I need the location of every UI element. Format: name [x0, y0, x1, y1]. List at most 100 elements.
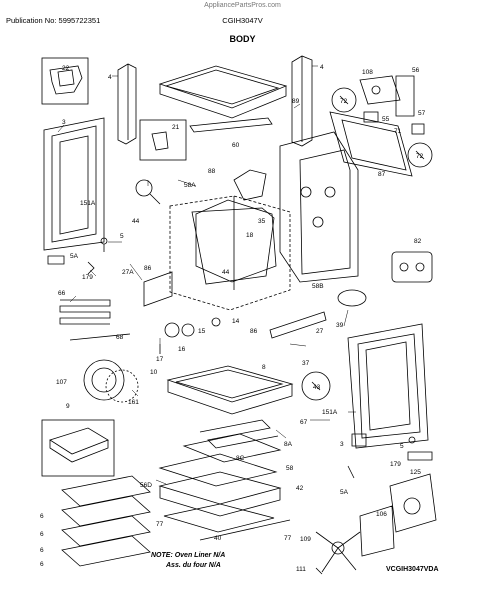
- part-57-switch[interactable]: [411, 123, 425, 135]
- part-5a-right[interactable]: [347, 465, 355, 479]
- part-cooktop-frame[interactable]: [158, 65, 288, 119]
- part-179-right[interactable]: [407, 451, 433, 461]
- part-88-blower[interactable]: [233, 169, 267, 201]
- label-161: 161: [128, 399, 139, 406]
- label-66: 66: [58, 290, 66, 297]
- label-4-left: 4: [108, 74, 112, 81]
- label-108: 108: [362, 69, 373, 76]
- part-oven-cavity[interactable]: [169, 195, 291, 311]
- drawing-id: VCGIH3047VDA: [386, 566, 439, 573]
- part-72-top-circle[interactable]: [331, 87, 357, 113]
- label-58a: 58A: [184, 182, 196, 189]
- part-door-right[interactable]: [347, 323, 429, 449]
- label-6-d: 6: [40, 561, 44, 568]
- part-56-bracket[interactable]: [395, 75, 415, 117]
- label-58: 58: [286, 465, 294, 472]
- part-16-cover[interactable]: [164, 322, 180, 338]
- part-106-bracket[interactable]: [359, 505, 395, 557]
- part-77-slide[interactable]: [199, 519, 291, 541]
- part-5-screw-right[interactable]: [408, 436, 416, 444]
- label-56d: 56D: [140, 482, 152, 489]
- label-44-top: 44: [132, 218, 140, 225]
- label-3-left: 3: [62, 119, 66, 126]
- part-151a-sensor[interactable]: [135, 179, 161, 205]
- part-107-fan-cover[interactable]: [83, 359, 125, 401]
- part-5-screw-left[interactable]: [100, 237, 108, 252]
- part-6-racks[interactable]: [61, 475, 151, 567]
- label-4-right: 4: [320, 64, 324, 71]
- label-106: 106: [376, 511, 387, 518]
- part-40-drawer-rail[interactable]: [163, 503, 275, 533]
- label-9: 9: [66, 403, 70, 410]
- part-82-terminal[interactable]: [391, 251, 433, 283]
- label-27a: 27A: [122, 269, 134, 276]
- part-43-screw[interactable]: [301, 371, 331, 401]
- label-42: 42: [296, 485, 304, 492]
- part-108-controls[interactable]: [359, 75, 401, 105]
- label-68: 68: [116, 334, 124, 341]
- label-15: 15: [198, 328, 206, 335]
- part-161-ring[interactable]: [105, 369, 139, 403]
- label-77-left: 77: [156, 521, 164, 528]
- label-56: 56: [412, 67, 420, 74]
- label-151a-right: 151A: [322, 409, 338, 416]
- part-4-right-trim[interactable]: [291, 55, 313, 147]
- label-3-right: 3: [340, 441, 344, 448]
- label-72-right: 72: [416, 153, 424, 160]
- label-89: 89: [292, 98, 300, 105]
- part-125-motor[interactable]: [389, 473, 437, 533]
- part-9-broil-insert[interactable]: [41, 419, 115, 477]
- part-27-toe[interactable]: [269, 311, 327, 339]
- part-60-brace[interactable]: [189, 117, 273, 133]
- label-35: 35: [258, 218, 266, 225]
- part-109-fan-blade[interactable]: [315, 531, 361, 573]
- label-55: 55: [382, 116, 390, 123]
- watermark: AppliancePartsPros.com: [204, 2, 281, 9]
- part-39-knob[interactable]: [337, 289, 367, 307]
- part-179-left[interactable]: [87, 261, 95, 275]
- part-22-hinge[interactable]: [41, 57, 89, 105]
- note-line-2: Ass. du four N/A: [166, 562, 221, 569]
- label-86-left: 86: [144, 265, 152, 272]
- part-72-right-circle[interactable]: [407, 142, 433, 168]
- part-14-lens[interactable]: [211, 317, 221, 327]
- part-4-left-trim[interactable]: [117, 63, 137, 145]
- part-cabinet-rear[interactable]: [279, 131, 359, 283]
- part-55-relay[interactable]: [363, 111, 379, 123]
- part-15-lamp[interactable]: [181, 323, 195, 337]
- label-10: 10: [150, 369, 158, 376]
- label-39: 39: [336, 322, 344, 329]
- part-66-element[interactable]: [59, 299, 111, 325]
- label-151a-left: 151A: [80, 200, 96, 207]
- part-5a-hinge-left[interactable]: [47, 255, 65, 265]
- part-3-right-hinge[interactable]: [351, 433, 367, 447]
- part-21-bracket[interactable]: [139, 119, 187, 161]
- label-111: 111: [296, 566, 306, 573]
- label-8c: 8C: [236, 455, 245, 462]
- label-6-b: 6: [40, 531, 44, 538]
- part-68-bracket[interactable]: [69, 333, 131, 341]
- label-87: 87: [378, 171, 386, 178]
- label-21: 21: [172, 124, 180, 131]
- part-3-door-left[interactable]: [43, 117, 105, 251]
- label-44-mid: 44: [222, 269, 230, 276]
- label-67: 67: [300, 419, 308, 426]
- part-8c-pan[interactable]: [182, 433, 282, 463]
- part-71-back-panel[interactable]: [329, 111, 413, 177]
- label-18: 18: [246, 232, 254, 239]
- section-title: BODY: [229, 34, 256, 44]
- part-27a-panel[interactable]: [143, 271, 173, 307]
- label-60: 60: [232, 142, 240, 149]
- part-42-drawer[interactable]: [158, 471, 282, 517]
- label-37: 37: [302, 360, 310, 367]
- label-125: 125: [410, 469, 421, 476]
- part-58a-insulation[interactable]: [195, 199, 277, 283]
- label-27: 27: [316, 328, 324, 335]
- part-8-broiler-pan[interactable]: [166, 365, 294, 415]
- label-58b: 58B: [312, 283, 324, 290]
- label-179-right: 179: [390, 461, 401, 468]
- part-58-liner[interactable]: [158, 453, 278, 487]
- part-111-screw[interactable]: [315, 567, 323, 575]
- label-5a-left: 5A: [70, 253, 79, 260]
